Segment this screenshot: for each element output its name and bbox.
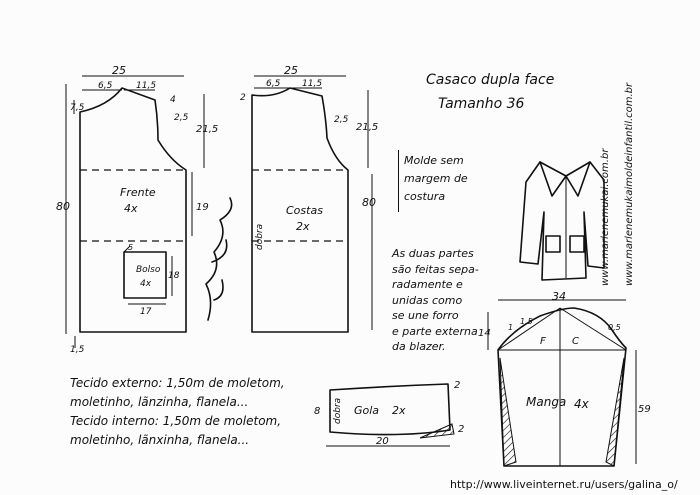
parts-note-line: se une forro: [392, 309, 459, 322]
back-armhole-h-label: 21,5: [356, 122, 378, 133]
jacket-sketch: [519, 161, 605, 281]
seam-note-line: costura: [404, 190, 446, 203]
pocket-outline: [123, 251, 167, 299]
seam-note: Molde sem margem de costura: [404, 152, 468, 206]
pocket-qty: 4x: [140, 279, 152, 289]
parts-note-line: As duas partes: [392, 247, 474, 260]
sleeve-width-label: 34: [552, 290, 566, 303]
collar-fold-label: dobra: [333, 398, 343, 424]
collar-h-label: 8: [314, 406, 320, 417]
title-line1: Casaco dupla face: [426, 72, 555, 88]
parts-note-line: da blazer.: [392, 340, 446, 353]
signature-mark: [205, 197, 233, 321]
back-qty: 2x: [296, 220, 310, 233]
sleeve-len-label: 59: [638, 404, 651, 415]
back-fold-label: dobra: [255, 224, 265, 250]
front-label: Frente: [120, 186, 156, 199]
front-width-label: 25: [112, 64, 126, 77]
seam-note-box: [398, 150, 475, 212]
sleeve-mid-off-label: 1,5: [520, 317, 533, 326]
sleeve-piece: [487, 299, 637, 467]
pocket-top-label: 5: [128, 243, 133, 252]
parts-note-line: unidas como: [392, 293, 463, 307]
sleeve-back-mark: C: [572, 336, 579, 347]
sleeve-label: Manga: [526, 395, 566, 409]
collar-label: Gola: [354, 404, 379, 417]
sleeve-cap-h-label: 14: [478, 328, 491, 339]
collar-end1-label: 2: [454, 380, 460, 391]
front-qty: 4x: [124, 202, 138, 215]
collar-qty: 2x: [392, 404, 406, 417]
back-width-label: 25: [284, 64, 298, 77]
footer-url[interactable]: http://www.liveinternet.ru/users/galina_…: [450, 478, 678, 491]
back-shoulder-label: 11,5: [302, 79, 322, 89]
back-total-h-label: 80: [362, 196, 376, 209]
collar-piece: [326, 383, 455, 447]
seam-note-line: Molde sem: [404, 154, 464, 167]
pocket-label: Bolso: [136, 265, 161, 275]
parts-note-line: radamente e: [392, 278, 463, 291]
back-neck-label: 6,5: [266, 79, 281, 89]
front-armhole-in-label: 2,5: [174, 113, 189, 123]
back-label: Costas: [286, 204, 323, 217]
front-armhole-h-label: 21,5: [196, 124, 218, 135]
pocket-width-label: 17: [140, 307, 152, 317]
collar-len-label: 20: [376, 436, 389, 447]
front-bottom-label: 1,5: [70, 345, 85, 355]
website-line-2: www.marlenemukaimoldeinfantil.com.br: [624, 82, 635, 286]
back-armhole-in-label: 2,5: [334, 115, 349, 125]
sleeve-left-off-label: 1: [508, 323, 513, 332]
collar-end2-label: 2: [458, 424, 464, 435]
sleeve-right-off-label: 0,5: [608, 323, 621, 332]
front-neck-label: 6,5: [98, 81, 113, 91]
fabric-notes: Tecido externo: 1,50m de moletom, moleti…: [70, 374, 285, 450]
front-piece: [65, 75, 205, 348]
back-piece: [251, 75, 373, 333]
front-total-h-label: 80: [56, 200, 70, 213]
sleeve-qty: 4x: [574, 397, 590, 411]
fabric-internal: Tecido interno: 1,50m de moletom,: [70, 414, 282, 428]
front-drop-right-label: 4: [170, 95, 176, 105]
seam-note-line: margem de: [404, 172, 468, 185]
parts-note: As duas partes são feitas sepa- radament…: [392, 246, 479, 355]
front-lower-h-label: 19: [196, 202, 209, 213]
title-line2: Tamanho 36: [438, 96, 525, 112]
back-neck-drop-label: 2: [240, 93, 246, 103]
website-line-1: www.marlenemukai.com.br: [600, 148, 611, 286]
pocket-height-label: 18: [168, 271, 180, 281]
parts-note-line: são feitas sepa-: [392, 262, 479, 276]
front-shoulder-label: 11,5: [136, 81, 156, 91]
sleeve-front-mark: F: [540, 336, 546, 347]
fabric-external: Tecido externo: 1,50m de moletom,: [70, 376, 285, 390]
fabric-internal-cont: moletinho, lãnxinha, flanela...: [70, 433, 250, 447]
parts-note-line: e parte externa: [392, 324, 478, 338]
fabric-external-cont: moletinho, lãnzinha, flanela...: [70, 395, 249, 409]
front-drop-left-label: 7,5: [70, 103, 85, 113]
